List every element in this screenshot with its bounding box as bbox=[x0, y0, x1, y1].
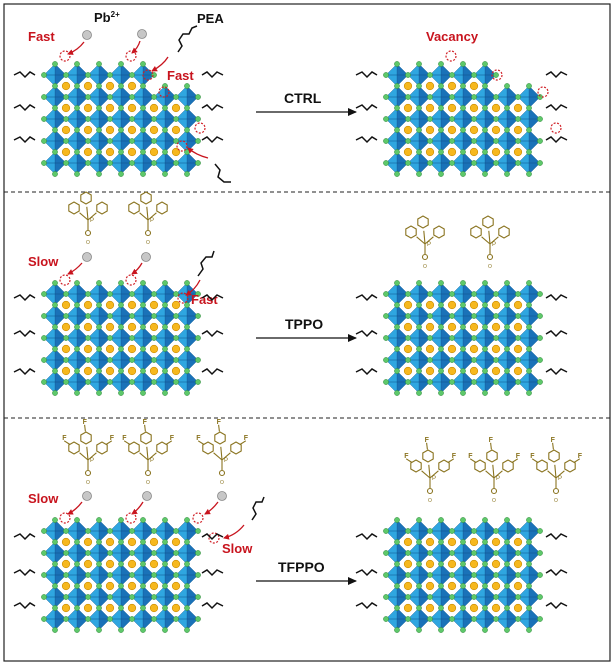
svg-text:F: F bbox=[83, 419, 88, 426]
label-slow-left: Slow bbox=[28, 491, 59, 506]
label-arrow-tfppo: TFPPO bbox=[278, 559, 325, 575]
label-slow: Slow bbox=[28, 254, 59, 269]
label-fast-left: Fast bbox=[28, 29, 55, 44]
svg-text:F: F bbox=[62, 435, 67, 442]
svg-text:F: F bbox=[244, 435, 249, 442]
figure-frame bbox=[3, 3, 611, 662]
approach-arrow-5 bbox=[67, 262, 83, 275]
svg-text:F: F bbox=[468, 453, 473, 460]
svg-text:F: F bbox=[551, 437, 556, 444]
approach-arrow-10 bbox=[204, 501, 219, 515]
lattice-tppo-before bbox=[41, 280, 201, 396]
svg-text:P: P bbox=[224, 458, 228, 464]
approach-arrow-6 bbox=[131, 262, 143, 275]
panel-tppo: Slow Fast P O P O P O P O TPPO bbox=[28, 191, 543, 396]
svg-text:O: O bbox=[146, 240, 150, 246]
pb2plus-ion-icon bbox=[82, 29, 147, 40]
svg-text:P: P bbox=[150, 458, 154, 464]
vacancy-site-icon bbox=[59, 274, 189, 304]
svg-text:F: F bbox=[578, 453, 583, 460]
pea-molecule-icon bbox=[251, 496, 265, 521]
svg-text:O: O bbox=[488, 264, 492, 270]
svg-text:O: O bbox=[146, 480, 150, 486]
svg-text:F: F bbox=[404, 453, 409, 460]
svg-text:F: F bbox=[110, 435, 115, 442]
svg-text:O: O bbox=[86, 480, 90, 486]
panel-ctrl: Fast Pb2+ PEA Fast Vacancy bbox=[28, 10, 562, 183]
label-fast: Fast bbox=[191, 292, 218, 307]
svg-text:P: P bbox=[150, 218, 154, 224]
approach-arrow-11 bbox=[223, 524, 245, 540]
approach-arrow-3 bbox=[151, 56, 169, 72]
svg-text:P: P bbox=[90, 458, 94, 464]
svg-text:F: F bbox=[217, 419, 222, 426]
svg-text:F: F bbox=[143, 419, 148, 426]
lattice-tfppo-after bbox=[383, 517, 543, 633]
label-pb-ion: Pb2+ bbox=[94, 10, 120, 25]
label-arrow-tppo: TPPO bbox=[285, 316, 323, 332]
label-vacancy: Vacancy bbox=[426, 29, 479, 44]
label-fast-right: Fast bbox=[167, 68, 194, 83]
svg-text:O: O bbox=[492, 498, 496, 504]
svg-text:F: F bbox=[170, 435, 175, 442]
svg-text:F: F bbox=[425, 437, 430, 444]
svg-text:O: O bbox=[554, 498, 558, 504]
pb2plus-ion-icon bbox=[82, 491, 227, 501]
approach-arrow-7 bbox=[185, 279, 201, 296]
svg-text:O: O bbox=[86, 240, 90, 246]
svg-text:O: O bbox=[220, 480, 224, 486]
approach-arrow-1 bbox=[67, 41, 85, 55]
approach-arrow-8 bbox=[67, 501, 83, 515]
label-slow-right: Slow bbox=[222, 541, 253, 556]
svg-text:F: F bbox=[489, 437, 494, 444]
svg-text:P: P bbox=[90, 218, 94, 224]
approach-arrow-4 bbox=[187, 147, 209, 159]
svg-text:P: P bbox=[496, 476, 500, 482]
svg-text:O: O bbox=[423, 264, 427, 270]
lattice-tfppo-before bbox=[41, 517, 201, 633]
svg-text:F: F bbox=[452, 453, 457, 460]
lattice-ctrl-after bbox=[383, 61, 543, 177]
svg-text:P: P bbox=[427, 242, 431, 248]
svg-text:P: P bbox=[558, 476, 562, 482]
label-pea: PEA bbox=[197, 11, 224, 26]
approach-arrow-2 bbox=[131, 40, 141, 54]
label-arrow-ctrl: CTRL bbox=[284, 90, 322, 106]
pea-molecule-icon bbox=[197, 250, 215, 277]
svg-text:O: O bbox=[428, 498, 432, 504]
pb2plus-ion-icon bbox=[82, 252, 151, 262]
svg-text:P: P bbox=[432, 476, 436, 482]
tppo-molecule-icon: P O P O P O P O bbox=[68, 191, 510, 270]
lattice-ctrl-before bbox=[41, 61, 201, 177]
svg-text:F: F bbox=[122, 435, 127, 442]
approach-arrow-9 bbox=[131, 501, 144, 515]
svg-text:F: F bbox=[196, 435, 201, 442]
vacancy-site-icon bbox=[59, 512, 220, 544]
svg-text:F: F bbox=[530, 453, 535, 460]
svg-text:F: F bbox=[516, 453, 521, 460]
vacancy-site-icon bbox=[59, 50, 562, 152]
pea-spacer-icons bbox=[13, 71, 568, 610]
lattice-tppo-after bbox=[383, 280, 543, 396]
svg-text:P: P bbox=[492, 242, 496, 248]
pea-molecule-icon bbox=[177, 25, 231, 183]
